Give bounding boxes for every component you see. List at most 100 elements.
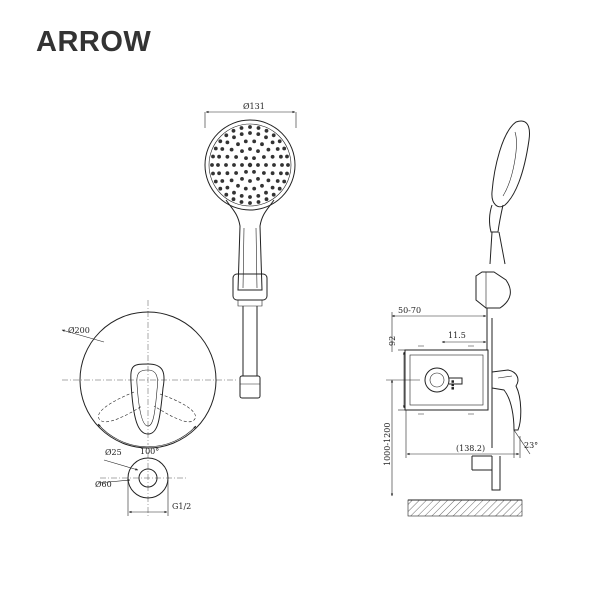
nozzle-dot [236, 183, 240, 188]
nozzle-dot [239, 132, 244, 137]
nozzle-dot [275, 179, 280, 183]
nozzle-dot [285, 171, 289, 176]
nozzle-dot [264, 197, 269, 202]
nozzle-dot [272, 163, 276, 167]
nozzle-dot [240, 149, 244, 154]
nozzle-dot [279, 171, 283, 176]
rotation-angle-label: 100° [140, 447, 159, 456]
brand-logo: ARROW [36, 26, 152, 58]
nozzle-dot [277, 139, 282, 144]
nozzle-dot [286, 163, 290, 167]
nozzle-dot [260, 142, 264, 147]
nozzle-dot [229, 147, 234, 152]
nozzle-dot [252, 156, 256, 161]
nozzle-dot [271, 133, 276, 138]
nozzle-dot [266, 147, 271, 152]
nozzle-dot [232, 190, 236, 195]
nozzle-dot [224, 192, 229, 197]
nozzle-dot [266, 178, 271, 183]
nozzle-dot [220, 147, 225, 151]
nozzle-dot [224, 163, 228, 167]
valve-mark-text: ▪▪▪ [450, 380, 456, 390]
nozzle-dot [248, 201, 252, 205]
nozzle-dot [211, 171, 215, 176]
nozzle-dot [252, 186, 257, 191]
nozzle-dot [244, 170, 248, 174]
nozzle-dot [264, 135, 268, 140]
hand-shower-front-view: Ø131 [204, 102, 297, 399]
nozzle-dot [279, 154, 283, 159]
nozzle-dot [270, 140, 275, 145]
nozzle-dot [234, 155, 239, 159]
nozzle-dot [218, 186, 223, 191]
handle-angle-label: 23° [524, 441, 538, 450]
nozzle-dot [256, 132, 261, 137]
nozzle-dot [240, 177, 244, 181]
nozzle-pattern [210, 125, 290, 205]
install-depth-label: 50-70 [398, 306, 421, 315]
side-view-assembly: ▪▪▪ 23° 50-70 11.5 92 1000-1200 (138.2 [383, 120, 538, 517]
nozzle-dot [282, 179, 287, 184]
nozzle-dot [256, 194, 261, 198]
nozzle-dot [252, 139, 257, 144]
nozzle-dot [264, 128, 269, 133]
floor-hatch [407, 499, 523, 517]
thread-label: G1/2 [172, 502, 191, 511]
nozzle-dot [275, 147, 280, 151]
outlet-diameter-25-label: Ø25 [105, 448, 122, 457]
nozzle-dot [248, 195, 252, 199]
nozzle-dot [225, 185, 230, 190]
wall-plate-front-view: Ø200 100° [61, 300, 238, 456]
nozzle-dot [224, 133, 229, 138]
mount-height-label: 1000-1200 [383, 423, 392, 466]
nozzle-dot [211, 154, 215, 159]
nozzle-dot [239, 200, 244, 204]
nozzle-dot [282, 146, 287, 151]
nozzle-dot [239, 126, 244, 130]
outlet-elbow-front-view: Ø25 Ø60 G1/2 [95, 448, 191, 516]
nozzle-dot [232, 163, 236, 167]
body-depth-label: (138.2) [456, 444, 485, 453]
nozzle-dot [248, 147, 252, 151]
nozzle-dot [256, 149, 260, 154]
nozzle-dot [270, 171, 275, 176]
outlet-diameter-60-label: Ø60 [95, 480, 112, 489]
nozzle-dot [277, 186, 282, 191]
nozzle-dot [248, 179, 252, 183]
nozzle-dot [280, 163, 284, 167]
nozzle-dot [264, 163, 268, 167]
nozzle-dot [247, 162, 253, 168]
nozzle-dot [213, 146, 218, 151]
nozzle-dot [234, 171, 239, 175]
nozzle-dot [271, 192, 276, 197]
nozzle-dot [256, 163, 260, 167]
nozzle-dot [248, 125, 252, 129]
nozzle-dot [256, 126, 261, 130]
nozzle-dot [248, 131, 252, 135]
plate-diameter-label: Ø200 [68, 326, 90, 335]
nozzle-dot [270, 154, 275, 159]
nozzle-dot [225, 140, 230, 145]
nozzle-dot [262, 171, 266, 175]
nozzle-dot [270, 185, 275, 190]
nozzle-dot [217, 171, 222, 176]
nozzle-dot [225, 154, 230, 159]
nozzle-dot [213, 179, 218, 184]
handset-diameter-label: Ø131 [243, 102, 265, 111]
nozzle-dot [256, 177, 260, 181]
nozzle-dot [231, 197, 236, 202]
nozzle-dot [264, 190, 268, 195]
nozzle-dot [220, 179, 225, 183]
wall-offset-label: 11.5 [448, 331, 466, 340]
nozzle-dot [243, 139, 248, 144]
nozzle-dot [244, 156, 248, 161]
nozzle-dot [225, 171, 230, 176]
nozzle-dot [243, 186, 248, 191]
nozzle-dot [256, 200, 261, 204]
nozzle-dot [217, 154, 222, 159]
nozzle-dot [229, 178, 234, 183]
nozzle-dot [285, 154, 289, 159]
nozzle-dot [262, 155, 266, 159]
body-height-label: 92 [388, 336, 397, 346]
nozzle-dot [260, 183, 264, 188]
